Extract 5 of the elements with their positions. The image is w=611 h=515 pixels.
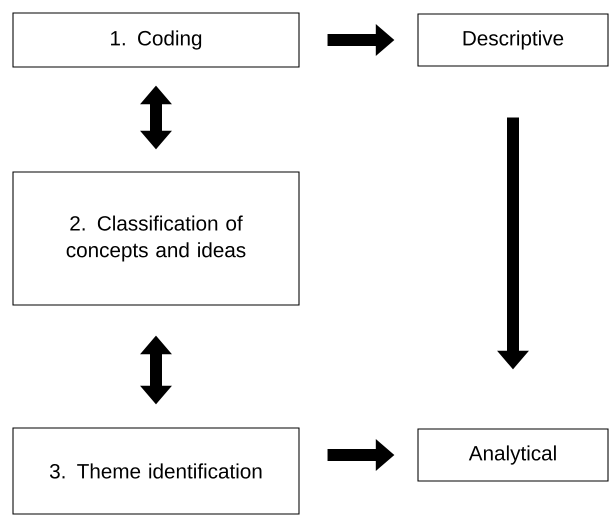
process-box: 2. Classification of concepts and ideas [12, 171, 300, 306]
process-box: 1. Coding [12, 12, 300, 68]
process-box: 3. Theme identification [12, 427, 300, 515]
process-box: Descriptive [417, 13, 609, 67]
process-box: Analytical [417, 428, 609, 482]
